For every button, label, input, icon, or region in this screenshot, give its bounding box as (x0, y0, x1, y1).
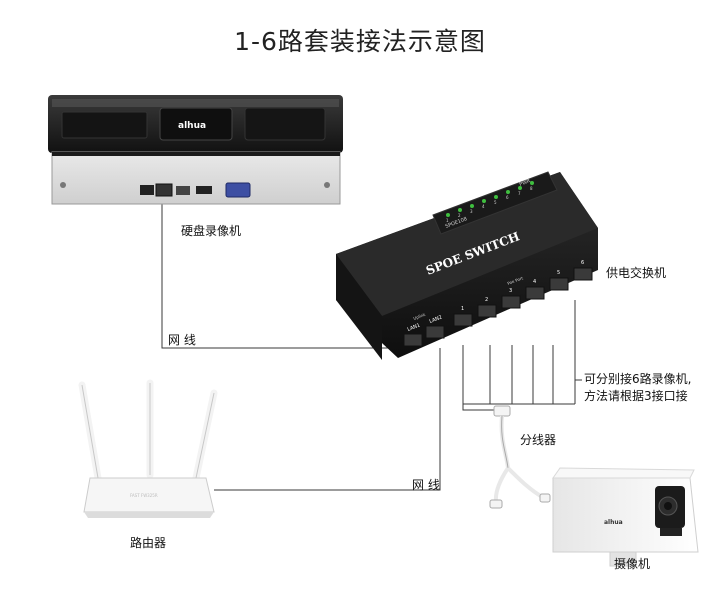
switch-lan2-text: LAN2 (429, 315, 444, 325)
led-number: 2 (458, 213, 461, 218)
port-number: 5 (557, 270, 560, 276)
router-device (78, 379, 218, 518)
nvr-label: 硬盘录像机 (181, 224, 242, 238)
camera-label: 摄像机 (614, 557, 651, 571)
cable-router-to-switch (214, 348, 441, 491)
switch-port-row (403, 267, 593, 347)
led-number: 8 (530, 186, 533, 191)
cable-to-splitter (462, 404, 498, 411)
switch-poe-port-text: Poe Port (507, 275, 524, 286)
switch-pwr-text: PWR (519, 178, 532, 188)
page-title: 1-6路套装接法示意图 (234, 27, 486, 56)
camera-device (552, 467, 699, 567)
port-number: 4 (533, 279, 536, 285)
switch-lan1-text: LAN1 (407, 323, 422, 333)
led-number: 1 (446, 218, 449, 223)
port-number: 2 (485, 297, 488, 303)
switch-led-numbers: 1 2 3 4 5 6 7 8 (446, 186, 533, 223)
switch-led-strip (446, 181, 534, 217)
switch-uplink-text: Uplink (413, 312, 427, 321)
cable-nvr-to-switch (161, 192, 410, 349)
note-line-1: 可分别接6路录像机, (584, 372, 692, 386)
note-line-2: 方法请根据3接口接 (584, 389, 688, 403)
cable-bottom-label: 网 线 (412, 478, 440, 492)
led-number: 3 (470, 209, 473, 214)
port-number: 1 (461, 306, 464, 312)
led-number: 4 (482, 204, 485, 209)
nvr-brand-text: alhua (178, 121, 206, 131)
led-number: 6 (506, 195, 509, 200)
splitter-device (489, 405, 551, 509)
led-number: 7 (518, 191, 521, 196)
poe-switch-device (336, 171, 598, 360)
port-number: 3 (509, 288, 512, 294)
switch-label: 供电交换机 (606, 266, 667, 280)
router-brand-text: FAST FW325R (130, 493, 158, 498)
switch-port-numbers: 1 2 3 4 5 6 (461, 260, 584, 312)
router-label: 路由器 (130, 536, 167, 550)
port-number: 6 (581, 260, 584, 266)
splitter-label: 分线器 (520, 433, 557, 447)
camera-brand-text: alhua (604, 519, 623, 526)
led-number: 5 (494, 200, 497, 205)
cables (161, 192, 582, 491)
cable-top-label: 网 线 (168, 333, 196, 347)
nvr-device (48, 95, 343, 205)
